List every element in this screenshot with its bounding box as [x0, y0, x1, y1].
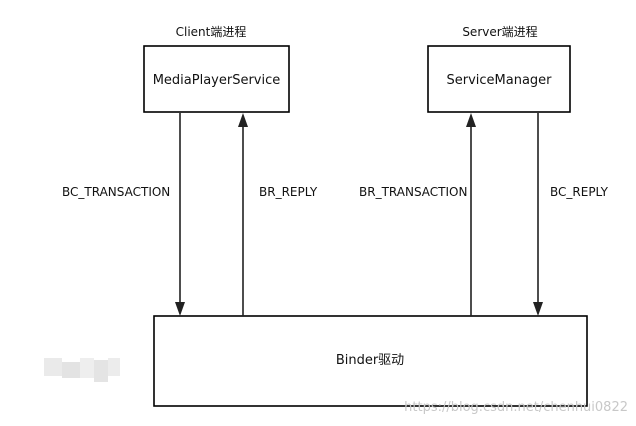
label-bc-reply: BC_REPLY — [550, 185, 609, 199]
watermark-url: https://blog.csdn.net/chenhui0822 — [404, 400, 628, 415]
server-process-label: Server端进程 — [462, 24, 537, 39]
client-service-name: MediaPlayerService — [153, 73, 281, 88]
arrow-br-reply — [238, 113, 248, 316]
arrow-bc-transaction — [175, 113, 185, 316]
server-service-name: ServiceManager — [446, 73, 552, 88]
client-service-box: MediaPlayerService — [143, 45, 290, 113]
binder-driver-box: Binder驱动 — [153, 315, 588, 407]
label-br-reply: BR_REPLY — [259, 185, 318, 199]
label-bc-transaction: BC_TRANSACTION — [62, 185, 170, 199]
client-process-label: Client端进程 — [176, 24, 247, 39]
redacted-blur-patch — [44, 358, 120, 382]
arrow-br-transaction — [466, 113, 476, 316]
server-service-box: ServiceManager — [427, 45, 571, 113]
arrow-bc-reply — [533, 113, 543, 316]
binder-driver-label: Binder驱动 — [336, 353, 404, 368]
label-br-transaction: BR_TRANSACTION — [359, 185, 467, 199]
